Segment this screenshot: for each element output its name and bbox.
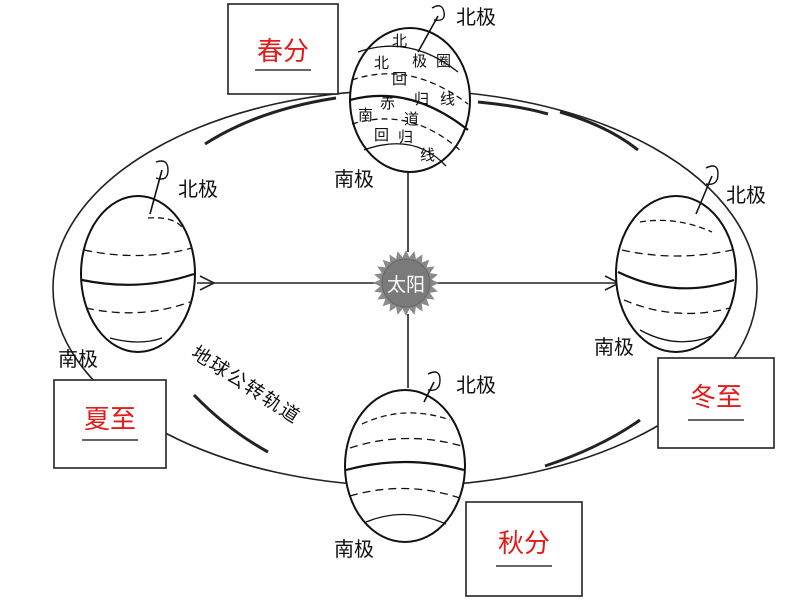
svg-text:赤: 赤	[380, 94, 395, 112]
spring-north-pole-label: 北极	[456, 5, 496, 29]
svg-text:回: 回	[392, 70, 407, 88]
earth-spring-equinox: 北 极 圈 北 回 归 线 赤 道 南 回 归 线 北极 南极	[334, 5, 496, 191]
svg-text:归: 归	[398, 128, 413, 146]
season-box-spring: 春分	[227, 3, 339, 95]
earth-winter-solstice: 北极 南极	[594, 165, 766, 359]
orbit-label-text: 地球公转轨道	[187, 342, 305, 429]
season-label-summer: 夏至	[84, 405, 136, 435]
earth-autumn-equinox: 北极 南极	[334, 371, 496, 561]
autumn-south-pole-label: 南极	[334, 537, 374, 561]
svg-text:道: 道	[404, 110, 419, 128]
earth-summer-solstice: 北极 南极	[58, 160, 218, 371]
summer-south-pole-label: 南极	[58, 347, 98, 371]
sun-label: 太阳	[387, 274, 425, 296]
winter-south-pole-label: 南极	[594, 335, 634, 359]
season-label-autumn: 秋分	[498, 529, 550, 559]
svg-text:线: 线	[440, 90, 455, 108]
orbit-label: 地球公转轨道	[187, 342, 305, 429]
svg-text:北: 北	[392, 32, 407, 50]
svg-text:极: 极	[412, 52, 427, 70]
sun-rays	[197, 170, 621, 388]
svg-text:回: 回	[374, 126, 389, 144]
svg-text:圈: 圈	[436, 52, 451, 70]
season-label-spring: 春分	[257, 37, 309, 67]
season-box-autumn: 秋分	[465, 501, 583, 597]
sun: 太阳	[373, 250, 439, 316]
svg-text:线: 线	[420, 146, 435, 164]
spring-south-pole-label: 南极	[334, 167, 374, 191]
summer-north-pole-label: 北极	[178, 177, 218, 201]
autumn-north-pole-label: 北极	[456, 373, 496, 397]
svg-text:北: 北	[374, 54, 389, 72]
season-box-winter: 冬至	[657, 357, 775, 449]
winter-north-pole-label: 北极	[726, 183, 766, 207]
season-label-winter: 冬至	[690, 383, 742, 413]
svg-text:归: 归	[414, 90, 429, 108]
season-box-summer: 夏至	[53, 379, 167, 469]
svg-text:南: 南	[358, 106, 373, 124]
